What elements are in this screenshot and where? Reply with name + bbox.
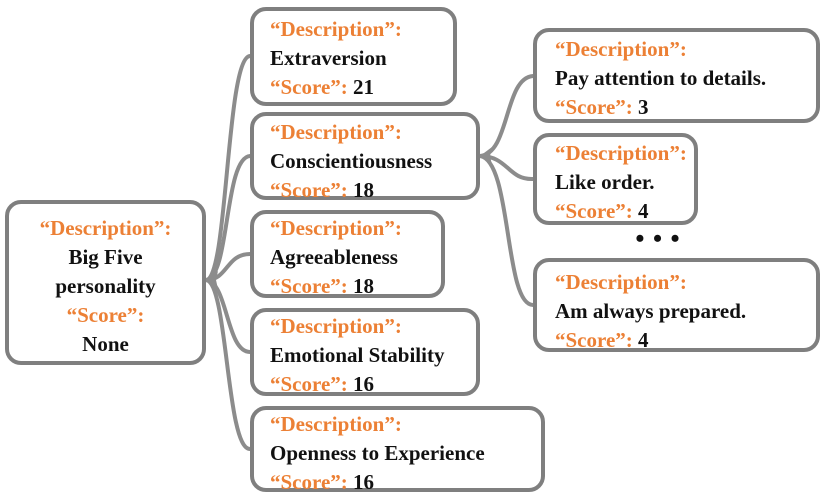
description-value: Pay attention to details. — [555, 66, 767, 90]
facet-node-prepared: “Description”: Am always prepared. “Scor… — [533, 258, 820, 352]
description-key: “Description”: — [270, 216, 402, 240]
description-key: “Description”: — [270, 412, 402, 436]
trait-node-agreeableness: “Description”: Agreeableness “Score”: 18 — [250, 210, 445, 298]
score-key: “Score”: — [270, 274, 348, 298]
description-value: Extraversion — [270, 46, 387, 70]
trait-node-conscientiousness: “Description”: Conscientiousness “Score”… — [250, 112, 480, 202]
description-key: “Description”: — [555, 141, 687, 165]
score-value: 4 — [638, 328, 649, 352]
score-value: 4 — [638, 199, 649, 223]
arrow-head-root — [206, 271, 218, 289]
score-key: “Score”: — [270, 178, 348, 202]
root-description-line2: personality — [55, 274, 156, 298]
score-key: “Score”: — [555, 199, 633, 223]
description-value: Emotional Stability — [270, 343, 445, 367]
trait-node-openness: “Description”: Openness to Experience “S… — [250, 406, 545, 494]
root-description-key: “Description”: — [39, 216, 172, 240]
description-key: “Description”: — [270, 17, 402, 41]
description-value: Agreeableness — [270, 245, 398, 269]
description-value: Like order. — [555, 170, 655, 194]
score-key: “Score”: — [270, 75, 348, 99]
description-value: Openness to Experience — [270, 441, 485, 465]
score-value: 18 — [353, 274, 375, 298]
connector-conscientiousness-details — [478, 74, 535, 158]
description-key: “Description”: — [555, 37, 687, 61]
score-value: 16 — [353, 470, 375, 494]
description-key: “Description”: — [555, 270, 687, 294]
description-key: “Description”: — [270, 120, 402, 144]
score-key: “Score”: — [270, 372, 348, 396]
trait-node-extraversion: “Description”: Extraversion “Score”: 21 — [250, 7, 457, 106]
description-value: Am always prepared. — [555, 299, 747, 323]
facet-node-order: “Description”: Like order. “Score”: 4 — [533, 133, 698, 225]
root-score-value: None — [82, 332, 129, 356]
score-value: 21 — [353, 75, 375, 99]
score-key: “Score”: — [555, 95, 633, 119]
connector-root-extraversion — [204, 54, 252, 282]
root-description-line1: Big Five — [68, 245, 143, 269]
description-value: Conscientiousness — [270, 149, 433, 173]
trait-node-emotional-stability: “Description”: Emotional Stability “Scor… — [250, 308, 480, 396]
root-node-big-five: “Description”: Big Five personality “Sco… — [5, 200, 206, 365]
more-facets-ellipsis: • • • — [635, 224, 681, 253]
root-score-key: “Score”: — [66, 303, 145, 327]
arrow-head-conscientiousness — [480, 147, 492, 165]
score-value: 16 — [353, 372, 375, 396]
score-key: “Score”: — [555, 328, 633, 352]
connector-root-conscientiousness — [204, 154, 252, 282]
description-key: “Description”: — [270, 314, 402, 338]
score-value: 3 — [638, 95, 649, 119]
score-key: “Score”: — [270, 470, 348, 494]
facet-node-details: “Description”: Pay attention to details.… — [533, 28, 820, 123]
score-value: 18 — [353, 178, 375, 202]
connector-root-openness — [204, 278, 252, 451]
